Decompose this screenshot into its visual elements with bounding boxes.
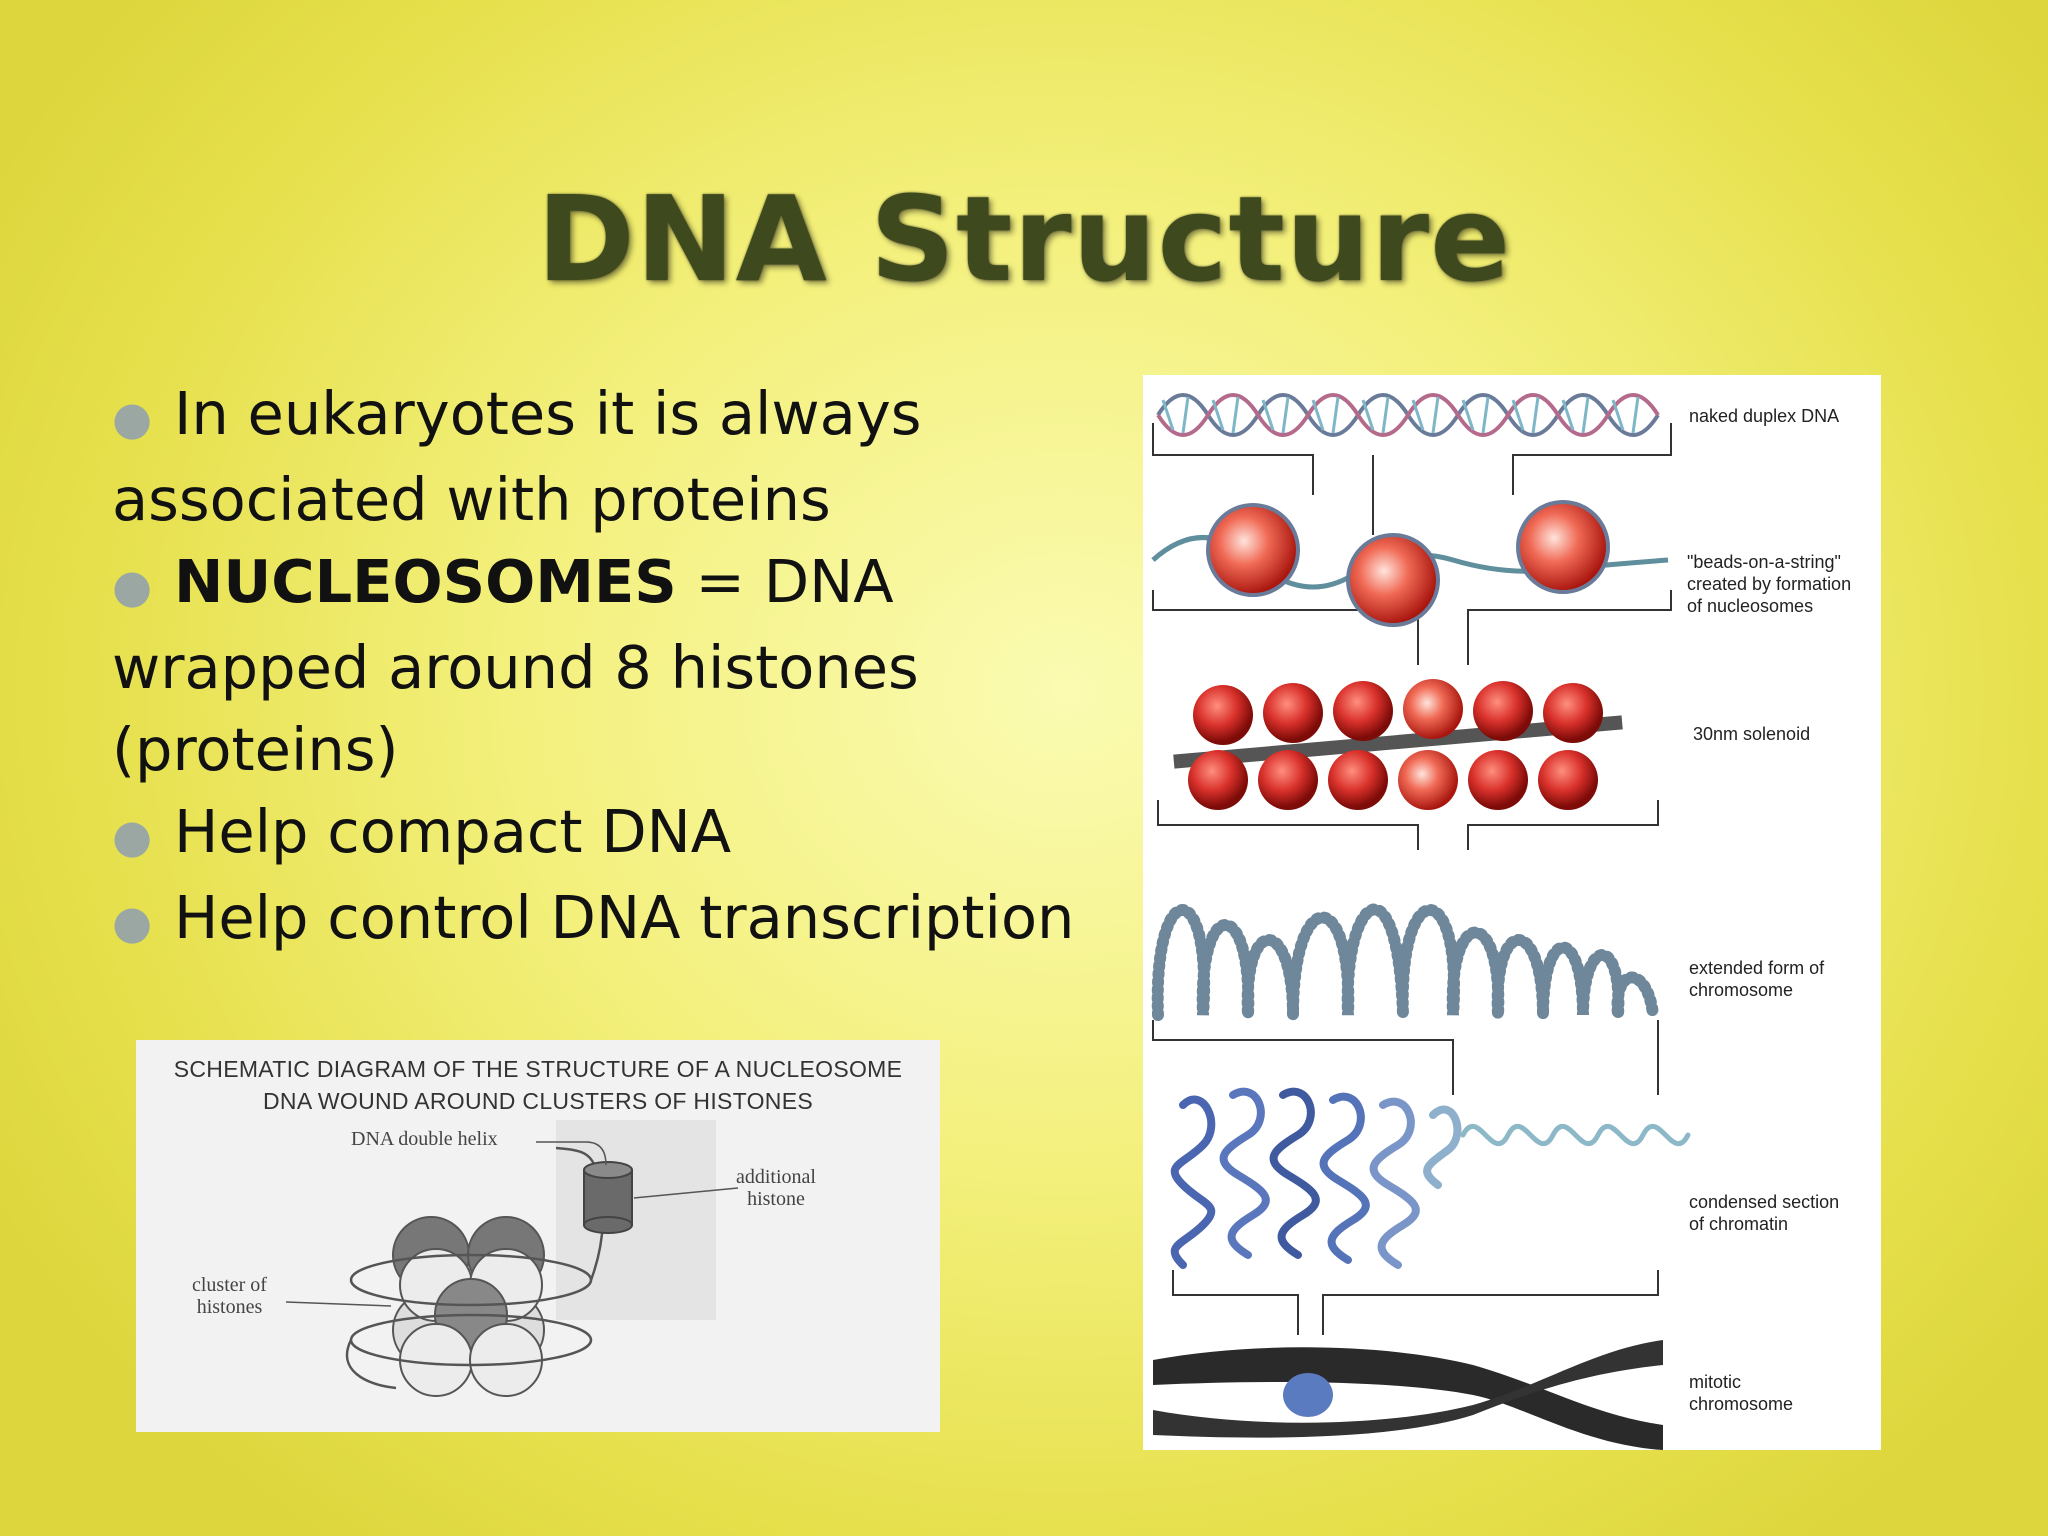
bullet-dot-icon: ●: [112, 895, 153, 949]
label-solenoid: 30nm solenoid: [1693, 724, 1811, 744]
bullet-item: ● NUCLEOSOMES = DNA wrapped around 8 hist…: [112, 541, 1112, 791]
nucleosome-figure: SCHEMATIC DIAGRAM OF THE STRUCTURE OF A …: [136, 1040, 940, 1432]
bullet-text: = DNA wrapped around 8 histones (protein…: [112, 547, 919, 784]
label-cluster-of-histones: cluster of histones: [192, 1274, 267, 1318]
bullet-dot-icon: ●: [112, 559, 153, 613]
chromatin-illustration: [1151, 393, 1691, 1450]
chromatin-figure: naked duplex DNA "beads-on-a-string" cre…: [1143, 375, 1881, 1450]
bullet-dot-icon: ●: [112, 391, 153, 445]
label-mitotic: mitotic chromosome: [1689, 1372, 1794, 1414]
bullet-text: In eukaryotes it is always associated wi…: [112, 379, 922, 534]
mitotic-chromosome: [1153, 1340, 1663, 1450]
bullet-item: ● Help compact DNA: [112, 791, 1112, 877]
bullet-strong: NUCLEOSOMES: [174, 547, 677, 616]
bullet-dot-icon: ●: [112, 809, 153, 863]
solenoid: [1173, 679, 1623, 810]
condensed-chromatin: [1170, 1087, 1691, 1269]
label-extended: extended form of chromosome: [1689, 958, 1825, 1000]
bullet-item: ● Help control DNA transcription: [112, 877, 1112, 963]
schematic-heading-2: DNA WOUND AROUND CLUSTERS OF HISTONES: [263, 1088, 813, 1114]
label-additional-histone: additional histone: [736, 1166, 816, 1210]
bullet-list: ●In eukaryotes it is always associated w…: [112, 373, 1112, 963]
label-dna-double-helix: DNA double helix: [351, 1128, 498, 1150]
label-beads-on-string: "beads-on-a-string" created by formation…: [1687, 552, 1852, 616]
extended-chromosome: [1151, 903, 1659, 1021]
nucleosome-illustration: [285, 1120, 739, 1397]
schematic-heading-1: SCHEMATIC DIAGRAM OF THE STRUCTURE OF A …: [173, 1056, 903, 1082]
beads-on-string: [1151, 500, 1669, 627]
bullet-text: Help control DNA transcription: [174, 883, 1075, 952]
bullet-text: Help compact DNA: [174, 797, 732, 866]
label-condensed: condensed section of chromatin: [1689, 1192, 1840, 1234]
label-naked-dna: naked duplex DNA: [1689, 406, 1840, 426]
bullet-item: ●In eukaryotes it is always associated w…: [112, 373, 1112, 541]
naked-dna-helix: [1156, 393, 1660, 437]
slide-title: DNA Structure: [536, 170, 1512, 308]
